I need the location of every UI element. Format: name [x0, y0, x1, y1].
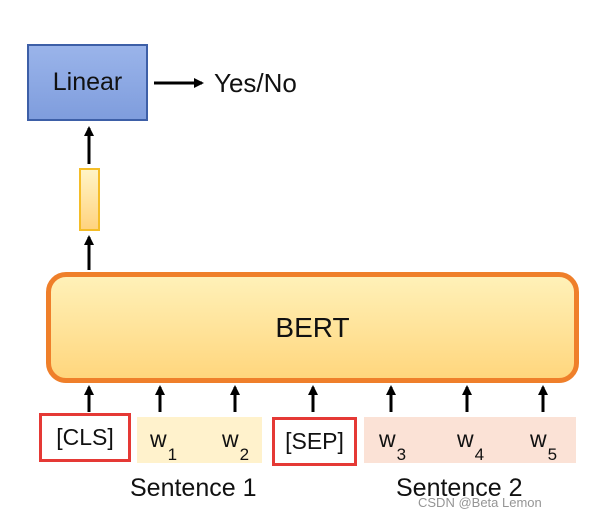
sentence-2-token-background: [364, 417, 576, 463]
token-w2-base: w: [222, 426, 239, 452]
cls-token-box: [CLS]: [39, 413, 131, 462]
token-w4: w4: [457, 426, 484, 463]
token-w5-subscript: 5: [547, 444, 558, 464]
token-w5-base: w: [530, 426, 547, 452]
linear-layer-box: Linear: [27, 44, 148, 121]
token-w4-subscript: 4: [474, 444, 485, 464]
token-w1-base: w: [150, 426, 167, 452]
source-watermark: CSDN @Beta Lemon: [418, 495, 542, 510]
bert-encoder-box: BERT: [46, 272, 579, 383]
token-w3-base: w: [379, 426, 396, 452]
token-w2-subscript: 2: [239, 444, 250, 464]
token-w1: w1: [150, 426, 177, 463]
cls-token-label: [CLS]: [56, 424, 114, 450]
token-w3-subscript: 3: [396, 444, 407, 464]
sentence-1-token-background: [137, 417, 262, 463]
sep-token-label: [SEP]: [285, 428, 344, 454]
token-w1-subscript: 1: [167, 444, 178, 464]
sep-token-box: [SEP]: [272, 417, 357, 466]
token-w5: w5: [530, 426, 557, 463]
token-w4-base: w: [457, 426, 474, 452]
token-w3: w3: [379, 426, 406, 463]
classification-output-label: Yes/No: [214, 68, 297, 98]
sentence-2-label: Sentence 2: [396, 474, 523, 502]
linear-layer-label: Linear: [52, 68, 123, 96]
cls-output-vector: [79, 168, 100, 231]
token-w2: w2: [222, 426, 249, 463]
bert-encoder-label: BERT: [275, 311, 350, 343]
sentence-1-label: Sentence 1: [130, 474, 257, 502]
